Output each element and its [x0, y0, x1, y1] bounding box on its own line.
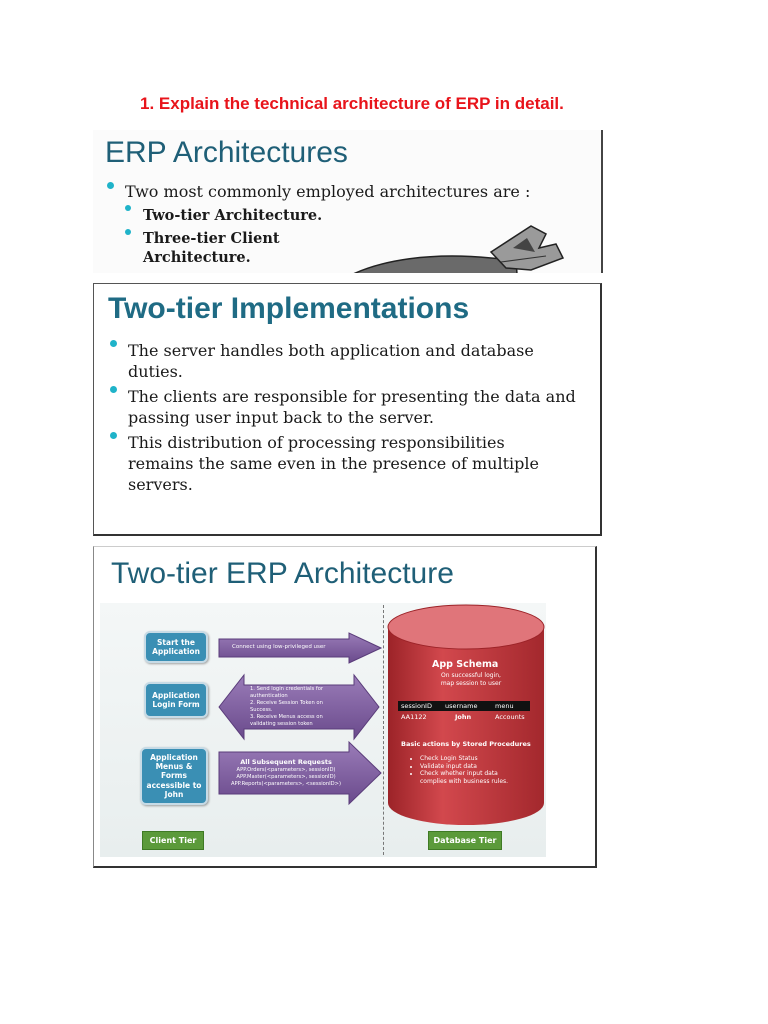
slide1-bullet: Two most commonly employed architectures…: [105, 182, 530, 202]
request-line: APP.Master(<parameters>, sessionID): [236, 774, 336, 780]
bullet-line: The server handles both application and …: [128, 341, 534, 360]
header-cell: sessionID: [401, 702, 432, 710]
sub-bullet-text-cont: Architecture.: [143, 249, 251, 266]
schema-sub-line: On successful login,: [441, 672, 501, 679]
arrow-shapes: [218, 632, 383, 806]
actions-list: Check Login Status Validate input data C…: [412, 755, 508, 785]
bullet-line: duties.: [128, 362, 183, 381]
database-cylinder-icon: [387, 604, 545, 825]
action-text: complies with business rules.: [420, 777, 509, 785]
step-line: authentication: [250, 693, 288, 699]
box-line: Menus &: [155, 761, 193, 771]
schema-sub: On successful login, map session to user: [426, 672, 516, 688]
sub-bullet-three-tier: Three-tier Client Architecture.: [123, 229, 322, 267]
action-text: Check whether input data: [420, 770, 498, 777]
bullet-line: passing user input back to the server.: [128, 408, 434, 427]
step-line: Success.: [250, 707, 273, 713]
sub-bullet-two-tier: Two-tier Architecture.: [123, 205, 322, 227]
box-line: Forms: [161, 771, 187, 781]
slide1-bullets: Two most commonly employed architectures…: [105, 182, 530, 202]
bullet-line: servers.: [128, 475, 193, 494]
question-heading: 1. Explain the technical architecture of…: [140, 94, 564, 113]
sub-bullet-text: Two-tier Architecture.: [143, 207, 323, 224]
slide2-bullet: The server handles both application and …: [108, 340, 598, 382]
login-steps: 1. Send login credentials for authentica…: [250, 686, 323, 728]
slide3-title: Two-tier ERP Architecture: [111, 557, 454, 590]
request-line: APP.Reports(<parameters>, <sessionID>): [230, 781, 342, 787]
slide2-bullet: This distribution of processing responsi…: [108, 432, 598, 495]
bullet-line: The clients are responsible for presenti…: [128, 387, 576, 406]
header-cell: menu: [495, 702, 514, 710]
step-line: 1. Send login credentials for: [250, 686, 324, 692]
schema-title: App Schema: [432, 659, 499, 670]
slide2-title: Two-tier Implementations: [108, 292, 470, 325]
slide2-bullets: The server handles both application and …: [108, 340, 598, 495]
slide1-sub-bullets: Two-tier Architecture. Three-tier Client…: [123, 205, 322, 267]
action-item: Validate input data: [420, 763, 508, 771]
slide-erp-architectures: ERP Architectures Two most commonly empl…: [93, 130, 603, 273]
bullet-line: remains the same even in the presence of…: [128, 454, 539, 473]
row-cell: John: [455, 713, 472, 721]
box-line: accessible to: [146, 780, 202, 790]
client-tier-label: Client Tier: [142, 831, 204, 850]
slide2-bullet: The clients are responsible for presenti…: [108, 386, 598, 428]
session-table-header: sessionID username menu: [398, 701, 530, 711]
slide1-title: ERP Architectures: [105, 136, 348, 169]
box-line: Login Form: [152, 700, 200, 709]
session-table-row: AA1122 John Accounts: [398, 712, 530, 722]
box-line: Application: [150, 752, 198, 762]
action-item: Check Login Status: [420, 755, 508, 763]
requests-arrow: [218, 740, 382, 806]
tier-divider: [383, 605, 384, 855]
session-table: sessionID username menu AA1122 John Acco…: [398, 701, 530, 722]
slide-two-tier-implementations: Two-tier Implementations The server hand…: [93, 283, 602, 536]
connect-arrow: [218, 632, 383, 664]
schema-sub-line: map session to user: [440, 680, 502, 687]
action-text: Validate input data: [420, 762, 477, 770]
step-line: 3. Receive Menus access on: [250, 714, 323, 720]
action-text: Check Login Status: [420, 755, 478, 762]
slide1-bullet-text: Two most commonly employed architectures…: [125, 182, 531, 201]
menus-forms-box: Application Menus & Forms accessible to …: [140, 747, 208, 805]
box-line: Application: [152, 647, 200, 656]
actions-title: Basic actions by Stored Procedures: [401, 740, 531, 748]
step-line: 2. Receive Session Token on: [250, 700, 323, 706]
database-tier-label: Database Tier: [428, 831, 502, 850]
requests-title: All Subsequent Requests: [240, 758, 332, 766]
row-cell: Accounts: [495, 713, 525, 721]
requests-text: All Subsequent Requests APP.Orders(<para…: [226, 759, 346, 788]
step-line: validating session token: [250, 721, 313, 727]
login-double-arrow: [218, 673, 380, 741]
box-line: Start the: [157, 637, 195, 647]
request-line: APP.Orders(<parameters>, sessionID): [236, 767, 336, 773]
box-line: John: [164, 790, 184, 800]
row-cell: AA1122: [401, 713, 427, 721]
bullet-line: This distribution of processing responsi…: [128, 433, 505, 452]
wrench-icon: [353, 225, 565, 273]
box-line: Application: [152, 690, 200, 700]
connect-arrow-label: Connect using low-privileged user: [232, 644, 326, 650]
sub-bullet-text: Three-tier Client: [143, 230, 280, 247]
header-cell: username: [445, 702, 478, 710]
